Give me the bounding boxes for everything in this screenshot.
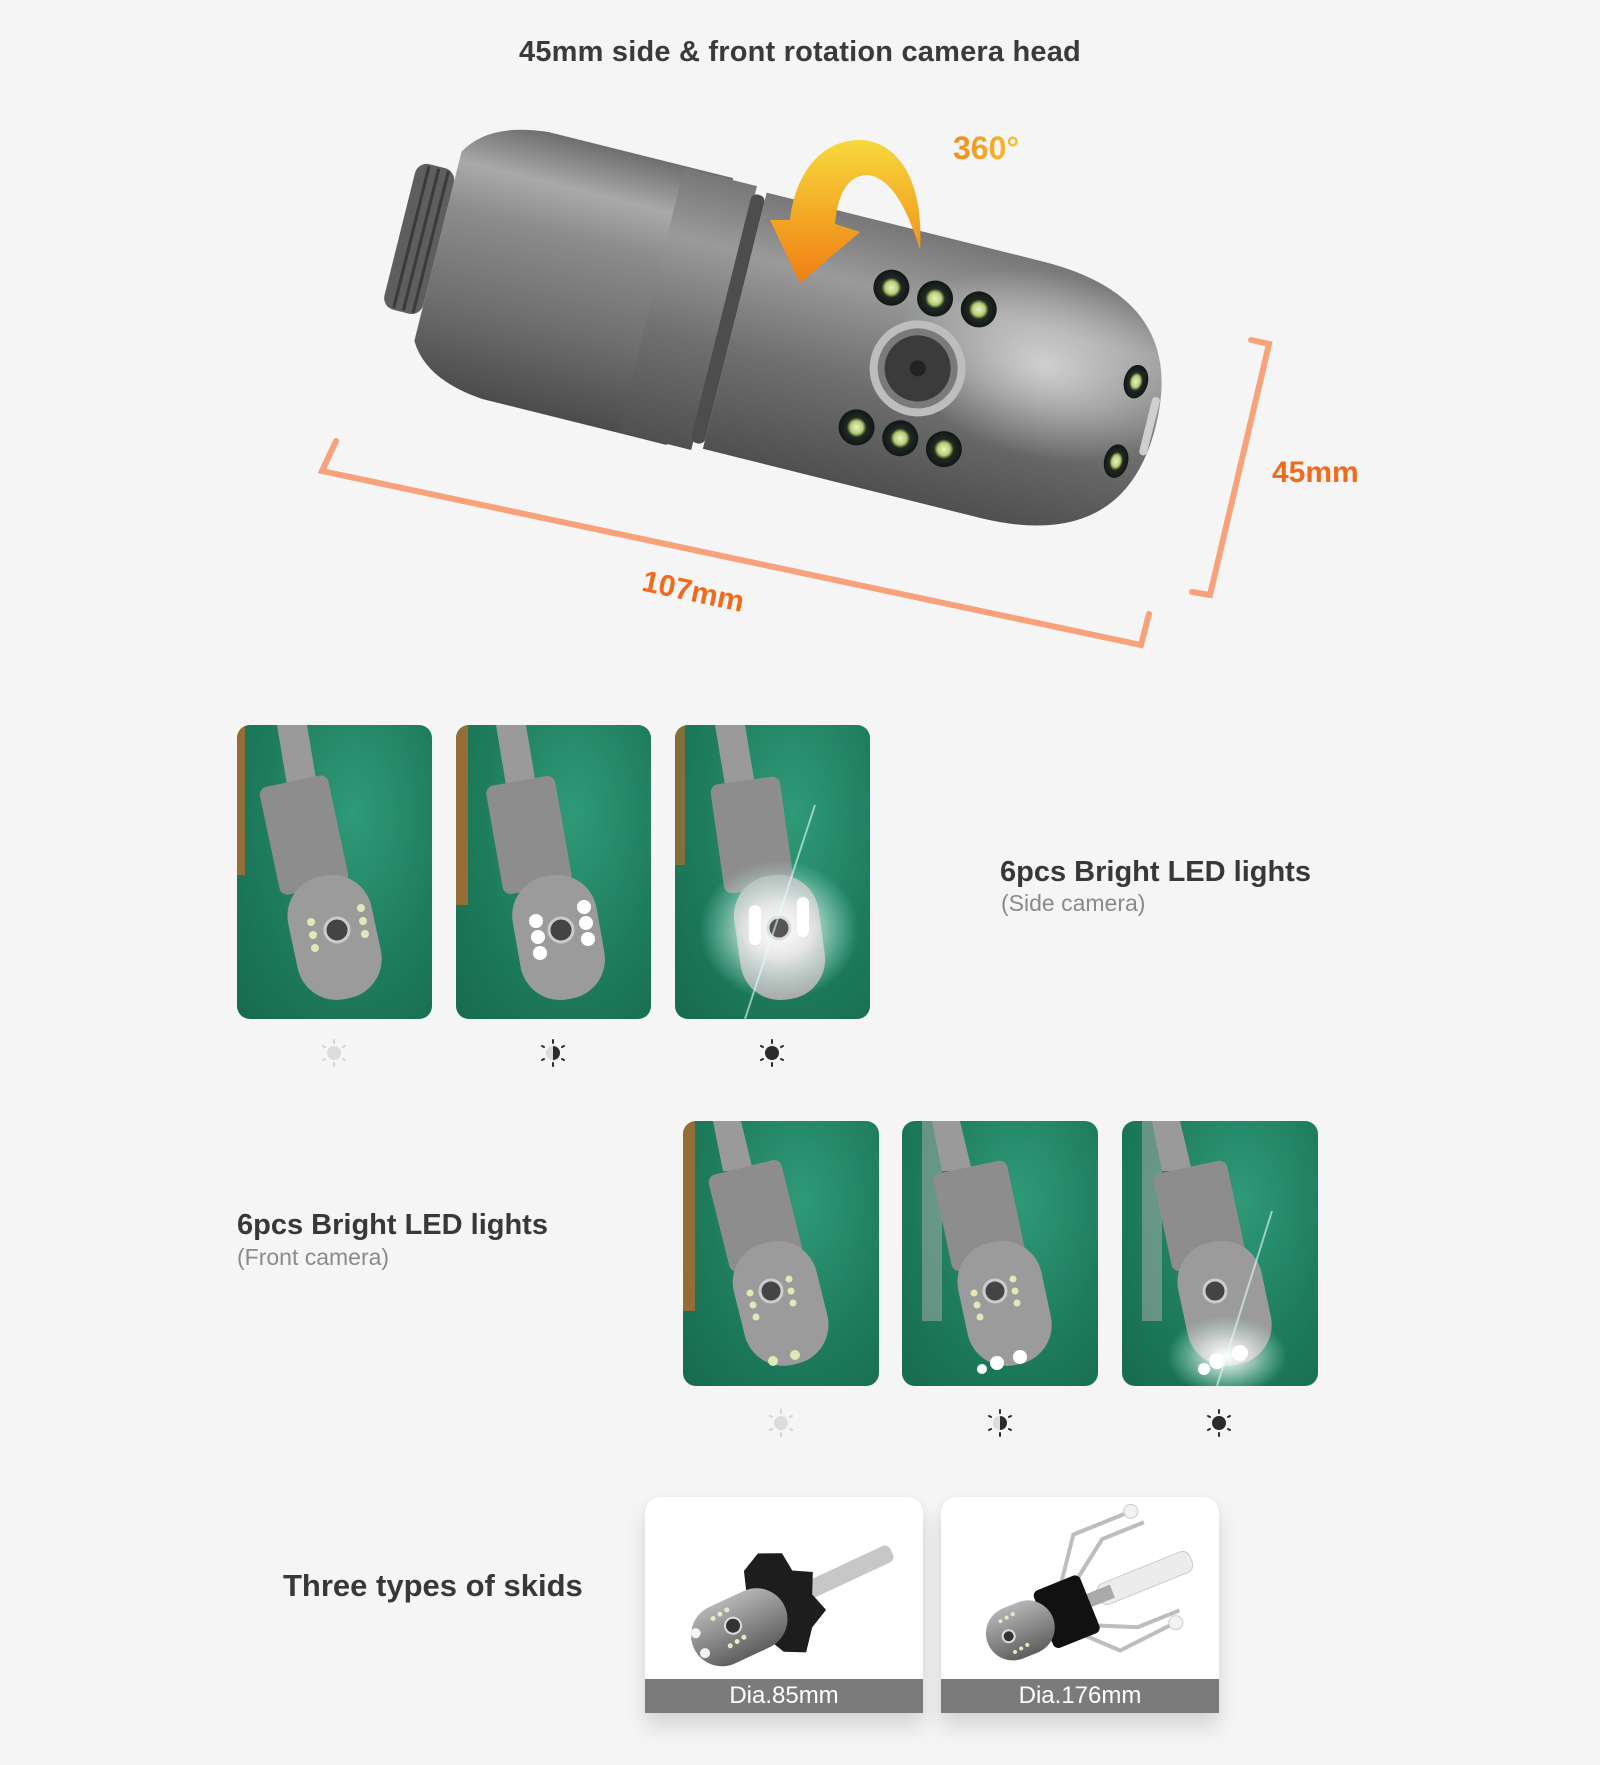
led-top-row <box>873 269 997 328</box>
skid-card-85mm: Dia.85mm <box>645 1497 923 1713</box>
front-camera-photo-medium <box>902 1121 1098 1386</box>
side-camera-title: 6pcs Bright LED lights <box>1000 856 1311 888</box>
rotation-arrow-icon <box>770 140 921 283</box>
skids-title: Three types of skids <box>283 1568 583 1603</box>
front-camera-photo-high <box>1122 1121 1318 1386</box>
camera-head-hero: 360° 45mm 107mm <box>0 0 1600 680</box>
side-camera-photo-high <box>675 725 870 1019</box>
sun-full-icon <box>1207 1409 1231 1437</box>
page-title: 45mm side & front rotation camera head <box>519 36 1081 68</box>
side-camera-photo-medium <box>456 725 651 1019</box>
front-camera-title: 6pcs Bright LED lights <box>237 1209 548 1241</box>
led-bottom-row <box>838 409 962 468</box>
sun-off-icon <box>769 1409 793 1437</box>
front-camera-photo-off <box>683 1121 879 1386</box>
dimension-lines <box>317 337 1273 649</box>
skid-caption: Dia.176mm <box>941 1679 1219 1713</box>
side-camera-photo-off <box>237 725 432 1019</box>
rotation-label: 360° <box>953 130 1020 166</box>
camera-head-illustration <box>317 129 1273 649</box>
side-camera-subtitle: (Side camera) <box>1001 890 1146 916</box>
sun-half-icon <box>541 1039 565 1067</box>
skid-card-176mm: Dia.176mm <box>941 1497 1219 1713</box>
skid-85mm-image <box>690 1545 894 1667</box>
sun-half-icon <box>988 1409 1012 1437</box>
sun-off-icon <box>322 1039 346 1067</box>
front-camera-subtitle: (Front camera) <box>237 1244 390 1270</box>
diameter-label: 45mm <box>1272 456 1359 489</box>
skid-176mm-image <box>985 1503 1194 1661</box>
sun-full-icon <box>760 1039 784 1067</box>
skid-caption: Dia.85mm <box>645 1679 923 1713</box>
